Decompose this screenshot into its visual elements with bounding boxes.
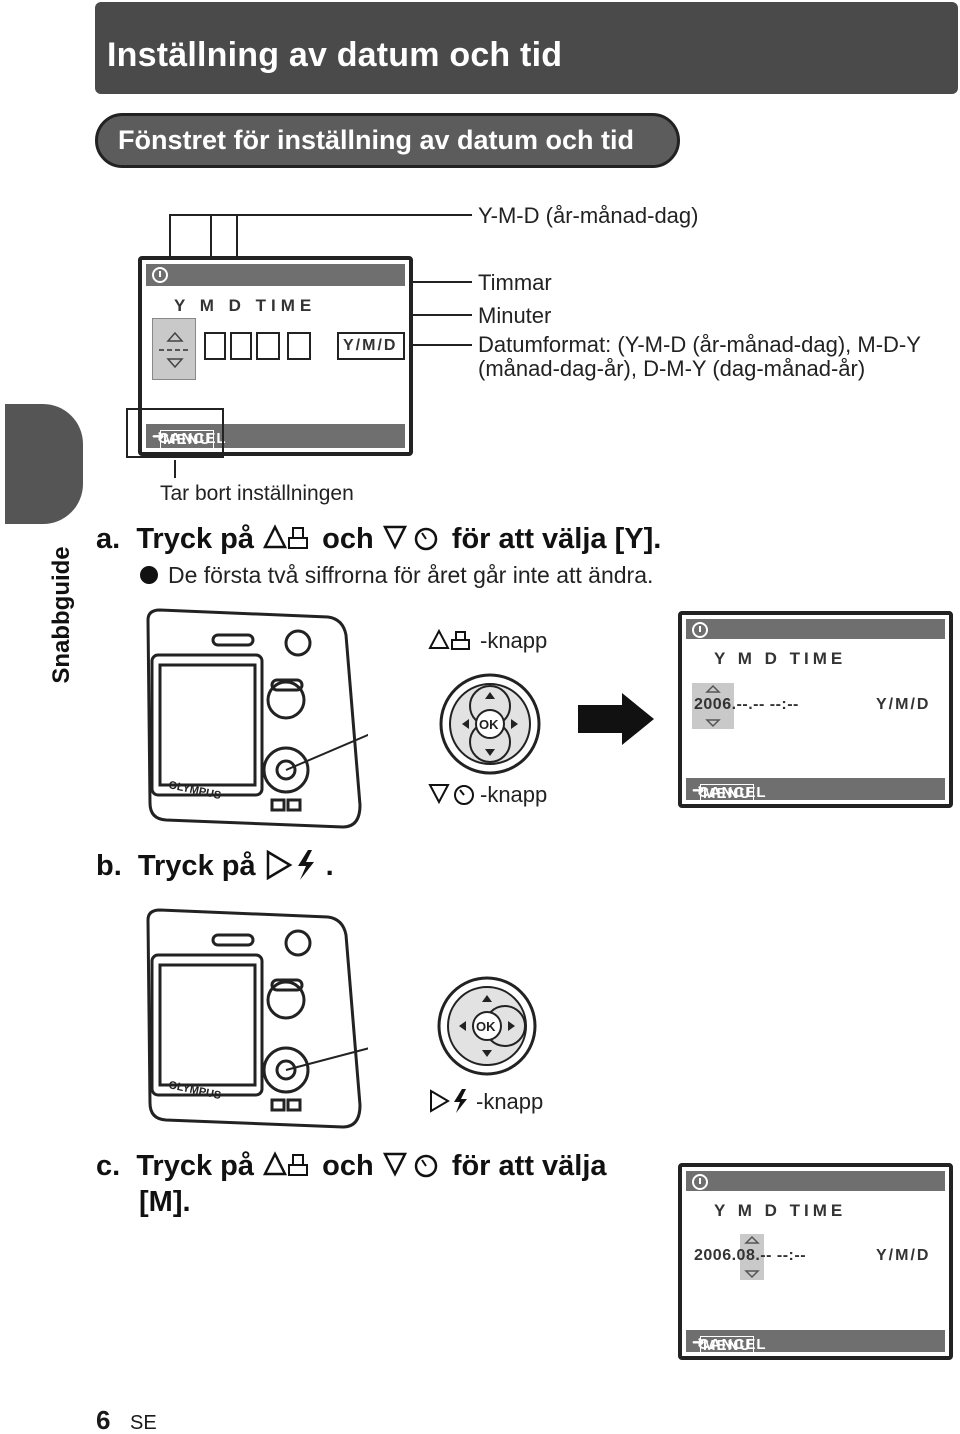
lcd-bottom-bar: CANCEL ➜MENU [146, 424, 405, 449]
arrow-pad-diagram: OK [439, 673, 541, 775]
lcd-title-bar [686, 1171, 945, 1191]
down-button-label: -knapp [428, 782, 547, 808]
callout-hours: Timmar [478, 270, 552, 295]
camera-illustration-2: OLYMPUS [146, 908, 368, 1129]
page-number: 6 [96, 1405, 111, 1434]
down-timer-icon-small [428, 784, 474, 805]
page-header: Inställning av datum och tid [95, 2, 958, 94]
month-field [204, 332, 226, 360]
down-timer-icon [382, 1152, 437, 1178]
clock-icon [152, 267, 168, 283]
lcd-bottom-bar: CANCEL ➜MENU [686, 1330, 945, 1355]
minute-field [287, 332, 311, 360]
lcd-date-value: 2006.08.-- --:-- [694, 1247, 807, 1264]
cancel-label: CANCEL ➜MENU [692, 1334, 767, 1355]
arrow-pad-diagram-2: OK [437, 976, 537, 1076]
menu-icon: MENU [700, 784, 755, 803]
date-lcd-screen: Y M D TIME Y/M/D CANCEL ➜MENU [138, 256, 413, 456]
ok-button: OK [476, 1019, 496, 1034]
up-button-label: -knapp [428, 628, 547, 654]
callout-format-2: (månad-dag-år), D-M-Y (dag-månad-år) [478, 356, 866, 381]
day-field [230, 332, 252, 360]
cancel-highlight [126, 408, 224, 458]
up-down-arrows-icon [705, 684, 721, 728]
page-language: SE [130, 1412, 157, 1434]
right-flash-icon [266, 849, 314, 881]
side-tab [5, 404, 83, 524]
up-print-icon [263, 1151, 309, 1176]
lcd-column-header: Y M D TIME [714, 1201, 847, 1220]
camera-illustration: OLYMPUS [146, 608, 368, 829]
side-label: Snabbguide [48, 546, 75, 684]
bullet-icon [140, 566, 158, 584]
callout-format-1: Datumformat: (Y-M-D (år-månad-dag), M-D-… [478, 332, 921, 357]
lcd-step-c: Y M D TIME 2006.08.-- --:-- Y/M/D CANCEL… [678, 1163, 953, 1360]
lcd-format-value: Y/M/D [876, 1247, 931, 1264]
menu-icon: MENU [160, 430, 215, 449]
lcd-column-header: Y M D TIME [174, 296, 317, 315]
clock-icon [692, 622, 708, 638]
lcd-title-bar [146, 264, 405, 286]
lcd-bottom-bar: CANCEL ➜MENU [686, 778, 945, 803]
format-field: Y/M/D [337, 332, 405, 360]
right-flash-icon-small [430, 1089, 467, 1113]
section-title: Fönstret för inställning av datum och ti… [118, 125, 635, 155]
ok-button: OK [479, 717, 499, 732]
year-highlight [692, 683, 734, 729]
lcd-date-value: 2006.--.-- --:-- [694, 696, 799, 713]
up-print-icon [263, 524, 309, 549]
lcd-step-a: Y M D TIME 2006.--.-- --:-- Y/M/D CANCEL… [678, 611, 953, 808]
step-a-note: De första två siffrorna för året går int… [140, 562, 653, 589]
step-b: b. Tryck på . [96, 849, 334, 882]
month-highlight [740, 1234, 764, 1280]
page-title: Inställning av datum och tid [107, 36, 563, 74]
lcd-format-value: Y/M/D [876, 696, 931, 713]
callout-minutes: Minuter [478, 303, 552, 328]
format-value: Y/M/D [343, 337, 398, 354]
clock-icon [692, 1174, 708, 1190]
lcd-title-bar [686, 619, 945, 639]
cancel-label: CANCEL ➜MENU [692, 782, 767, 803]
up-down-arrows-icon [159, 331, 191, 369]
cancel-label: CANCEL ➜MENU [152, 428, 227, 449]
hour-field [256, 332, 280, 360]
camera-brand: OLYMPUS [167, 1079, 222, 1102]
down-timer-icon [382, 525, 437, 551]
arrow-right-icon [578, 693, 654, 745]
step-a: a. Tryck på och för att välja [Y]. [96, 523, 662, 555]
right-button-label: -knapp [428, 1088, 543, 1115]
camera-brand: OLYMPUS [167, 779, 222, 802]
menu-icon: MENU [700, 1336, 755, 1355]
section-header: Fönstret för inställning av datum och ti… [95, 113, 680, 168]
callout-ymd: Y-M-D (år-månad-dag) [478, 203, 699, 228]
step-c: c. Tryck på och för att välja [96, 1150, 607, 1182]
up-print-icon-small [428, 628, 470, 650]
callout-cancel: Tar bort inställningen [160, 482, 354, 505]
year-selector [152, 318, 196, 380]
up-down-arrows-icon [744, 1235, 760, 1279]
step-c-line2: [M]. [139, 1186, 191, 1218]
lcd-column-header: Y M D TIME [714, 649, 847, 668]
